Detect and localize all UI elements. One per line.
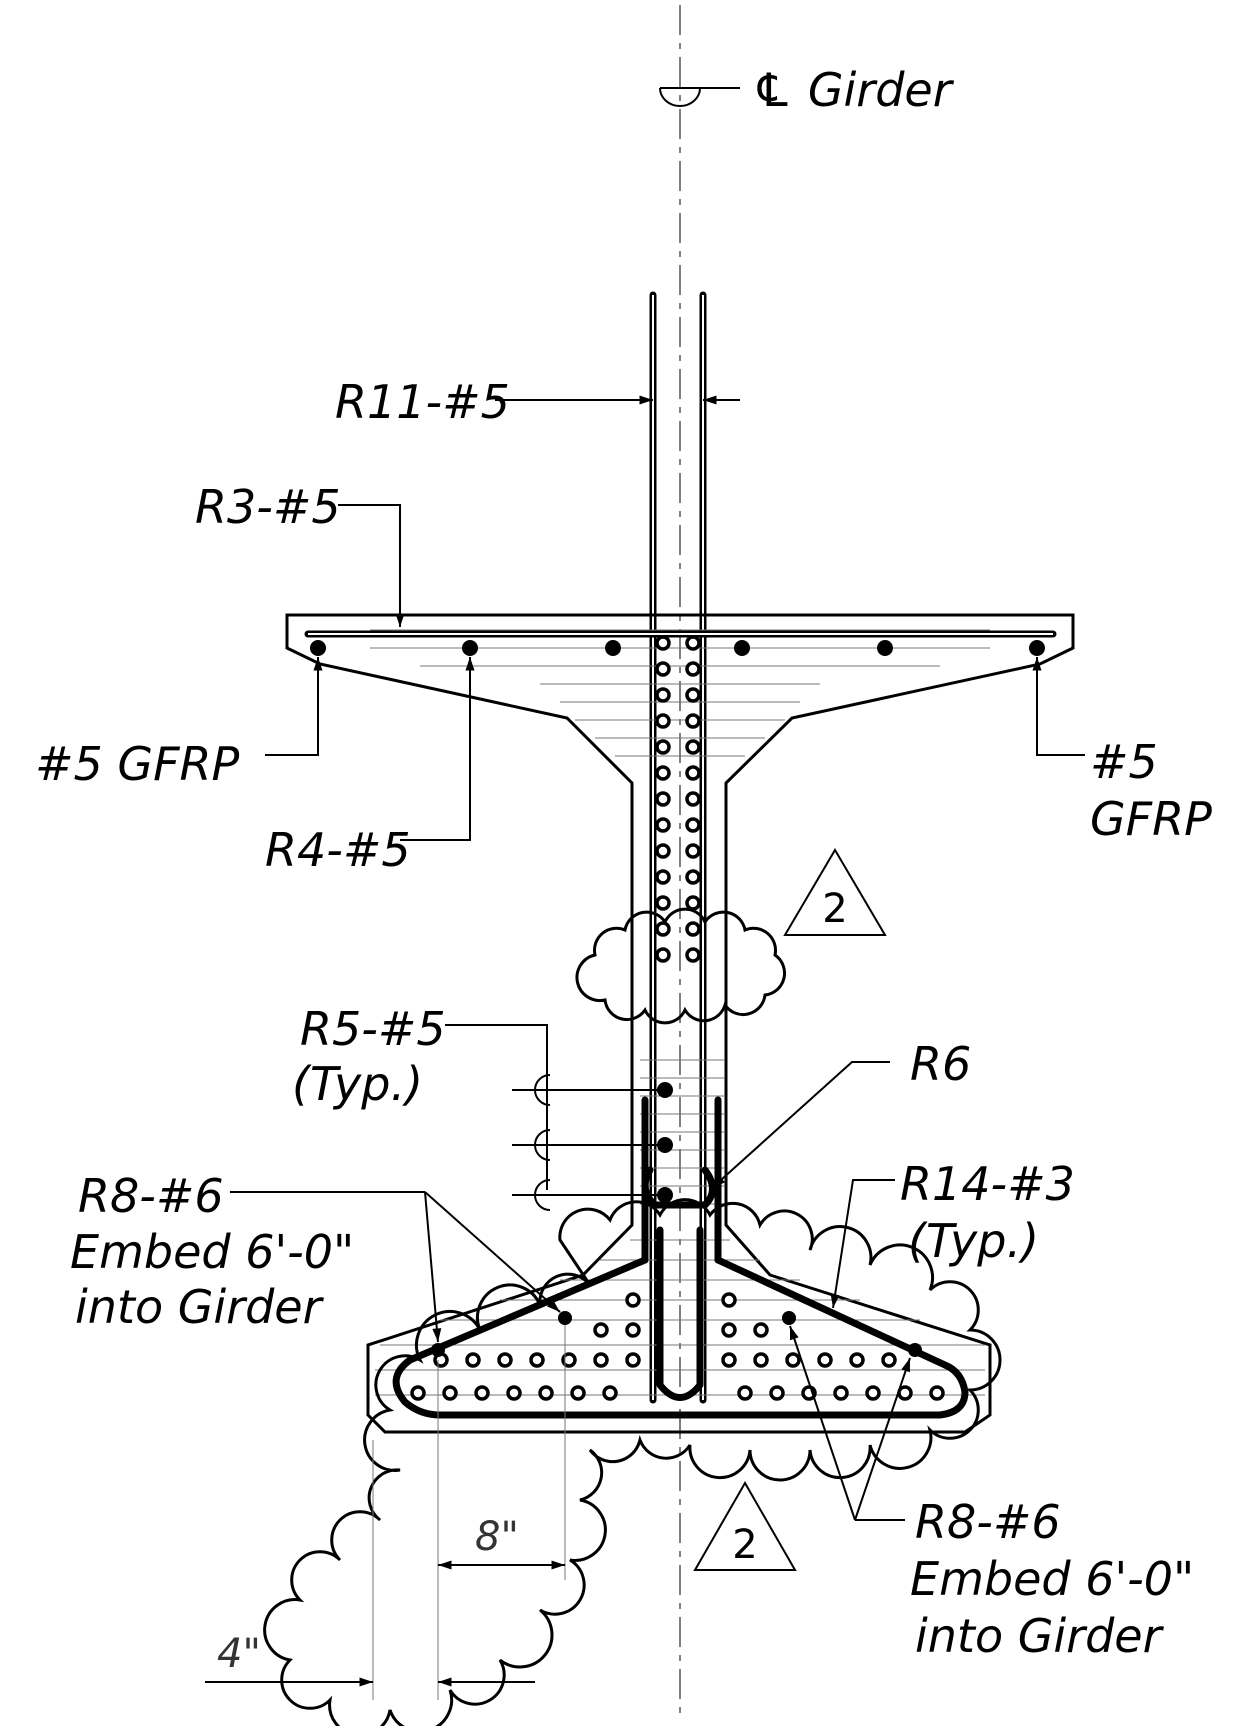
gfrp-right-label-2: GFRP bbox=[1090, 792, 1212, 846]
dimension-8in bbox=[437, 1325, 566, 1700]
r8-left-label-3: into Girder bbox=[75, 1280, 325, 1334]
r8-left-label-2: Embed 6'-0" bbox=[70, 1225, 354, 1279]
dimension-4in bbox=[205, 1440, 535, 1700]
centerline-girder-label: ℄ Girder bbox=[752, 63, 955, 117]
leader-r5 bbox=[445, 1024, 665, 1211]
r11-bars bbox=[649, 291, 707, 1404]
leader-gfrp-left bbox=[265, 657, 323, 756]
r5-label-2: (Typ.) bbox=[292, 1057, 423, 1111]
r8-right-label-2: Embed 6'-0" bbox=[910, 1552, 1194, 1606]
top-flange-gfrp-bars bbox=[310, 640, 1045, 656]
r8-bars bbox=[431, 1311, 922, 1357]
r8-right-label-3: into Girder bbox=[915, 1609, 1165, 1663]
revision-triangle-top: 2 bbox=[783, 848, 887, 936]
svg-text:2: 2 bbox=[822, 886, 847, 932]
dimension-8in-label: 8" bbox=[475, 1514, 519, 1560]
leader-r14 bbox=[830, 1179, 895, 1309]
r14-label-2: (Typ.) bbox=[908, 1214, 1039, 1268]
leader-r8-left bbox=[230, 1191, 561, 1343]
gfrp-right-label-1: #5 bbox=[1090, 735, 1158, 789]
r14-label-1: R14-#3 bbox=[900, 1157, 1075, 1211]
revision-cloud-upper bbox=[575, 907, 786, 1025]
centerline-symbol bbox=[659, 87, 740, 107]
r6-label: R6 bbox=[910, 1037, 971, 1091]
web-strands bbox=[655, 635, 701, 963]
svg-text:2: 2 bbox=[732, 1522, 757, 1568]
leader-r3 bbox=[338, 504, 405, 627]
r4-label: R4-#5 bbox=[265, 823, 411, 877]
leader-r6 bbox=[711, 1061, 890, 1189]
leader-r8-right bbox=[789, 1325, 911, 1521]
gfrp-left-label: #5 GFRP bbox=[35, 737, 239, 791]
girder-outline bbox=[285, 613, 1075, 1434]
r11-label: R11-#5 bbox=[335, 375, 510, 429]
revision-triangle-bottom: 2 bbox=[693, 1480, 797, 1571]
r3-label: R3-#5 bbox=[195, 480, 341, 534]
r8-left-label-1: R8-#6 bbox=[78, 1169, 224, 1223]
revision-cloud-lower bbox=[263, 1198, 1002, 1726]
r5-bars bbox=[657, 1082, 673, 1203]
dimension-4in-label: 4" bbox=[217, 1631, 261, 1677]
leader-gfrp-right bbox=[1032, 657, 1085, 756]
r8-right-label-1: R8-#6 bbox=[915, 1495, 1061, 1549]
bottom-flange-loop-bar bbox=[392, 1256, 969, 1419]
bottom-flange-strands bbox=[410, 1292, 945, 1401]
r5-label-1: R5-#5 bbox=[300, 1002, 446, 1056]
leader-r4 bbox=[400, 657, 475, 841]
